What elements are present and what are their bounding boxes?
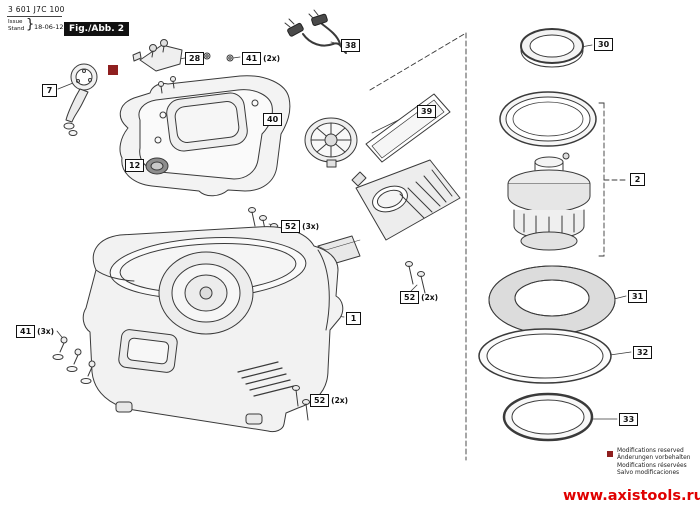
part-32-seal-ring <box>478 328 612 384</box>
stand-label: Stand <box>8 25 25 32</box>
header-rule <box>7 16 62 17</box>
part-52-screws-2x-mid <box>405 261 426 294</box>
callout-number: 40 <box>263 113 283 126</box>
callout-number: 2 <box>630 173 645 186</box>
callout-28: 28 <box>185 52 205 65</box>
part-38-power-cord <box>284 9 347 54</box>
callout-quantity: (3x) <box>302 222 320 231</box>
part-1-main-housing <box>82 226 344 433</box>
issue-date: 18-06-12 <box>34 23 64 31</box>
callout-31: 31 <box>628 290 648 303</box>
callout-number: 33 <box>619 413 639 426</box>
callout-number: 28 <box>185 52 205 65</box>
part-33-ring <box>502 392 594 442</box>
modification-notes: Modifications reserved Änderungen vorbeh… <box>617 448 691 477</box>
part-41-screws-2x <box>203 52 234 62</box>
callout-number: 41 <box>242 52 262 65</box>
issue-brace: } <box>26 17 35 32</box>
callout-41-2x-top: 41 (2x) <box>242 52 280 65</box>
callout-quantity: (3x) <box>37 327 55 336</box>
callout-38: 38 <box>341 39 361 52</box>
part-31-filter-ring <box>488 265 616 335</box>
callout-number: 39 <box>417 105 437 118</box>
callout-number: 52 <box>310 394 330 407</box>
part-7-connector <box>63 63 98 136</box>
callout-quantity: (2x) <box>421 293 439 302</box>
callout-number: 38 <box>341 39 361 52</box>
callout-7: 7 <box>42 84 57 97</box>
callout-40: 40 <box>263 113 283 126</box>
callout-number: 32 <box>633 346 653 359</box>
part-41-screws-3x <box>52 336 96 384</box>
callout-number: 30 <box>594 38 614 51</box>
callout-quantity: (2x) <box>263 54 281 63</box>
part-40-top-cover <box>119 75 291 197</box>
callout-41-3x: 41 (3x) <box>16 325 54 338</box>
construction-lines <box>369 32 629 461</box>
part-28-switch <box>132 39 183 72</box>
callout-number: 52 <box>281 220 301 233</box>
callout-52-3x: 52 (3x) <box>281 220 319 233</box>
callout-33: 33 <box>619 413 639 426</box>
callout-32: 32 <box>633 346 653 359</box>
gasket-ring <box>499 91 597 147</box>
callout-number: 7 <box>42 84 57 97</box>
footer-red-square <box>607 451 613 457</box>
document-part-number: 3 601 J7C 100 <box>8 5 65 14</box>
callout-2: 2 <box>630 173 645 186</box>
note-line: Salvo modificaciones <box>617 469 680 476</box>
callout-1: 1 <box>346 312 361 325</box>
callout-52-2x-bottom: 52 (2x) <box>310 394 348 407</box>
figure-label: Fig./Abb. 2 <box>64 22 130 36</box>
callout-number: 12 <box>125 159 145 172</box>
note-line: Modifications reserved <box>617 448 684 454</box>
watermark-url: www.axistools.ru <box>563 488 700 504</box>
callout-12: 12 <box>125 159 145 172</box>
issue-stand-block: Issue Stand <box>8 19 24 32</box>
red-marker-square <box>108 65 118 75</box>
callout-number: 1 <box>346 312 361 325</box>
callout-number: 41 <box>16 325 36 338</box>
callout-30: 30 <box>594 38 614 51</box>
note-line: Modifications réservées <box>617 462 687 469</box>
issue-label: Issue <box>8 19 23 25</box>
motor-mounting-bracket <box>351 159 461 241</box>
part-30-ring <box>520 28 584 68</box>
callout-52-2x-mid: 52 (2x) <box>400 291 438 304</box>
part-52-screws-2x-bottom <box>292 385 310 421</box>
part-12-wheel <box>145 157 169 175</box>
note-line: Änderungen vorbehalten <box>617 455 691 462</box>
callout-number: 31 <box>628 290 648 303</box>
callout-39: 39 <box>417 105 437 118</box>
callout-quantity: (2x) <box>331 396 349 405</box>
part-2-motor <box>507 152 591 251</box>
callout-number: 52 <box>400 291 420 304</box>
